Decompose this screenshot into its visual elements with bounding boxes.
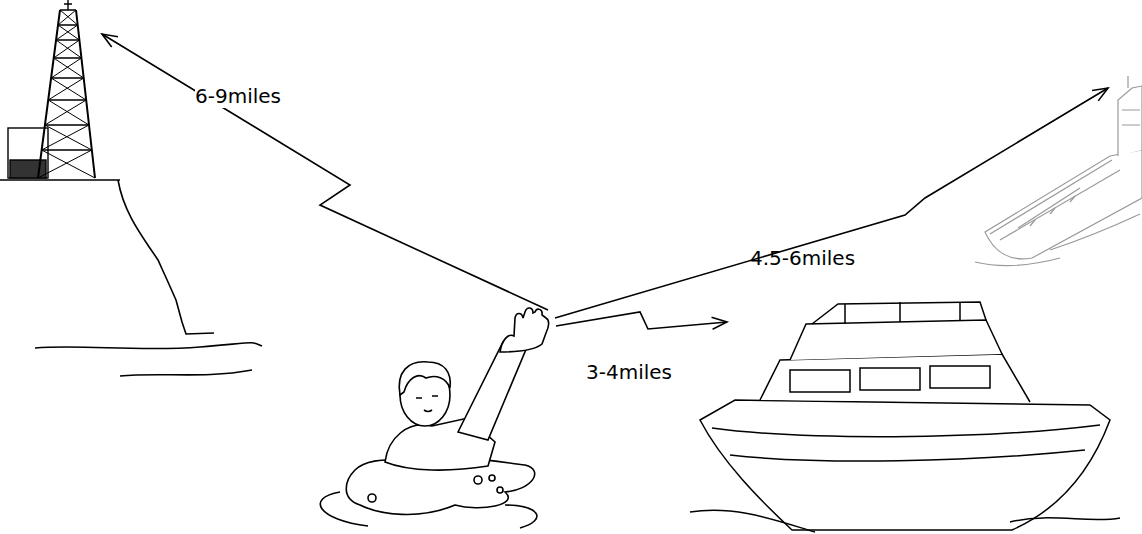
tanker-ship-part <box>975 214 1140 265</box>
tanker-ship-part <box>1122 76 1140 125</box>
person-in-water-part <box>368 494 376 502</box>
motor-yacht-part <box>790 320 1002 360</box>
person-in-water-part <box>416 396 438 412</box>
motor-yacht-part <box>760 354 1030 402</box>
person-in-water-part <box>497 487 503 493</box>
distance-label: 3-4miles <box>586 360 672 384</box>
person-in-water-part <box>399 362 450 395</box>
person-in-water-part <box>474 476 482 484</box>
radio-link-part <box>102 34 548 310</box>
cliff-part <box>120 370 252 376</box>
cliff-part <box>35 343 262 349</box>
distance-label: 6-9miles <box>195 84 281 108</box>
motor-yacht-part <box>845 302 960 324</box>
motor-yacht <box>690 302 1120 532</box>
tanker-ship-part <box>1018 188 1080 228</box>
person-in-water-part <box>458 342 527 440</box>
motor-yacht-part <box>790 370 850 392</box>
distance-label: 4.5-6miles <box>750 246 855 270</box>
motor-yacht-part <box>930 366 990 388</box>
radio-link-part <box>555 88 1108 318</box>
tanker-ship-part <box>990 160 1120 240</box>
motor-yacht-part <box>700 400 1110 530</box>
radio-tower-part <box>64 0 72 10</box>
person-in-water-part <box>320 492 537 528</box>
tanker-ship-part <box>1118 86 1142 156</box>
person-in-water <box>320 308 548 528</box>
person-in-water-part <box>500 308 549 352</box>
motor-yacht-part <box>860 368 920 390</box>
motor-yacht-part <box>690 510 1120 532</box>
motor-yacht-part <box>712 425 1100 461</box>
radio-link <box>102 34 1108 329</box>
cliff-part <box>0 179 120 181</box>
tanker-ship-part <box>985 150 1142 259</box>
radio-tower-part <box>38 10 95 178</box>
tanker-ship <box>975 76 1142 265</box>
radio-link-part <box>556 312 727 329</box>
motor-yacht-part <box>812 302 986 324</box>
radio-tower <box>8 0 95 178</box>
cliff-part <box>118 180 214 334</box>
cliff <box>0 180 262 376</box>
radio-tower-part <box>38 10 95 178</box>
person-in-water-part <box>489 475 495 481</box>
